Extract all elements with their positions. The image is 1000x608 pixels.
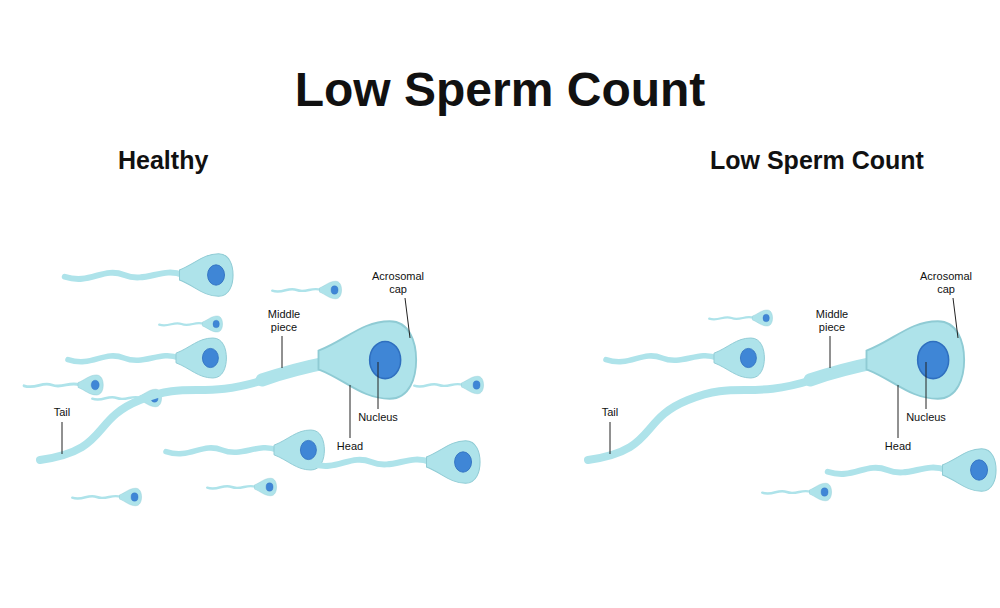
- sperm-group: [24, 254, 996, 506]
- small-sperm: [207, 478, 276, 496]
- small-sperm: [166, 430, 324, 470]
- part-label: Head: [337, 440, 363, 453]
- small-sperm: [68, 338, 226, 378]
- part-label: Nucleus: [906, 411, 946, 424]
- part-label: Tail: [602, 406, 619, 419]
- part-label: Nucleus: [358, 411, 398, 424]
- part-label: Middle piece: [809, 308, 855, 333]
- part-label: Acrosomal cap: [914, 270, 978, 295]
- small-sperm: [65, 254, 233, 297]
- small-sperm: [72, 488, 141, 506]
- part-label: Head: [885, 440, 911, 453]
- small-sperm: [828, 449, 996, 492]
- small-sperm: [24, 375, 103, 395]
- diagram-title: Low Sperm Count: [295, 62, 706, 117]
- large-sperm: [40, 298, 416, 460]
- small-sperm: [709, 310, 772, 326]
- panel-heading: Healthy: [118, 146, 208, 175]
- part-label: Acrosomal cap: [366, 270, 430, 295]
- part-label: Tail: [54, 406, 71, 419]
- part-label: Middle piece: [261, 308, 307, 333]
- small-sperm: [762, 483, 831, 501]
- small-sperm: [159, 316, 222, 332]
- small-sperm: [312, 441, 480, 484]
- small-sperm: [606, 338, 764, 378]
- panel-heading: Low Sperm Count: [710, 146, 924, 175]
- large-sperm: [588, 298, 964, 460]
- small-sperm: [272, 281, 341, 299]
- small-sperm: [414, 376, 483, 394]
